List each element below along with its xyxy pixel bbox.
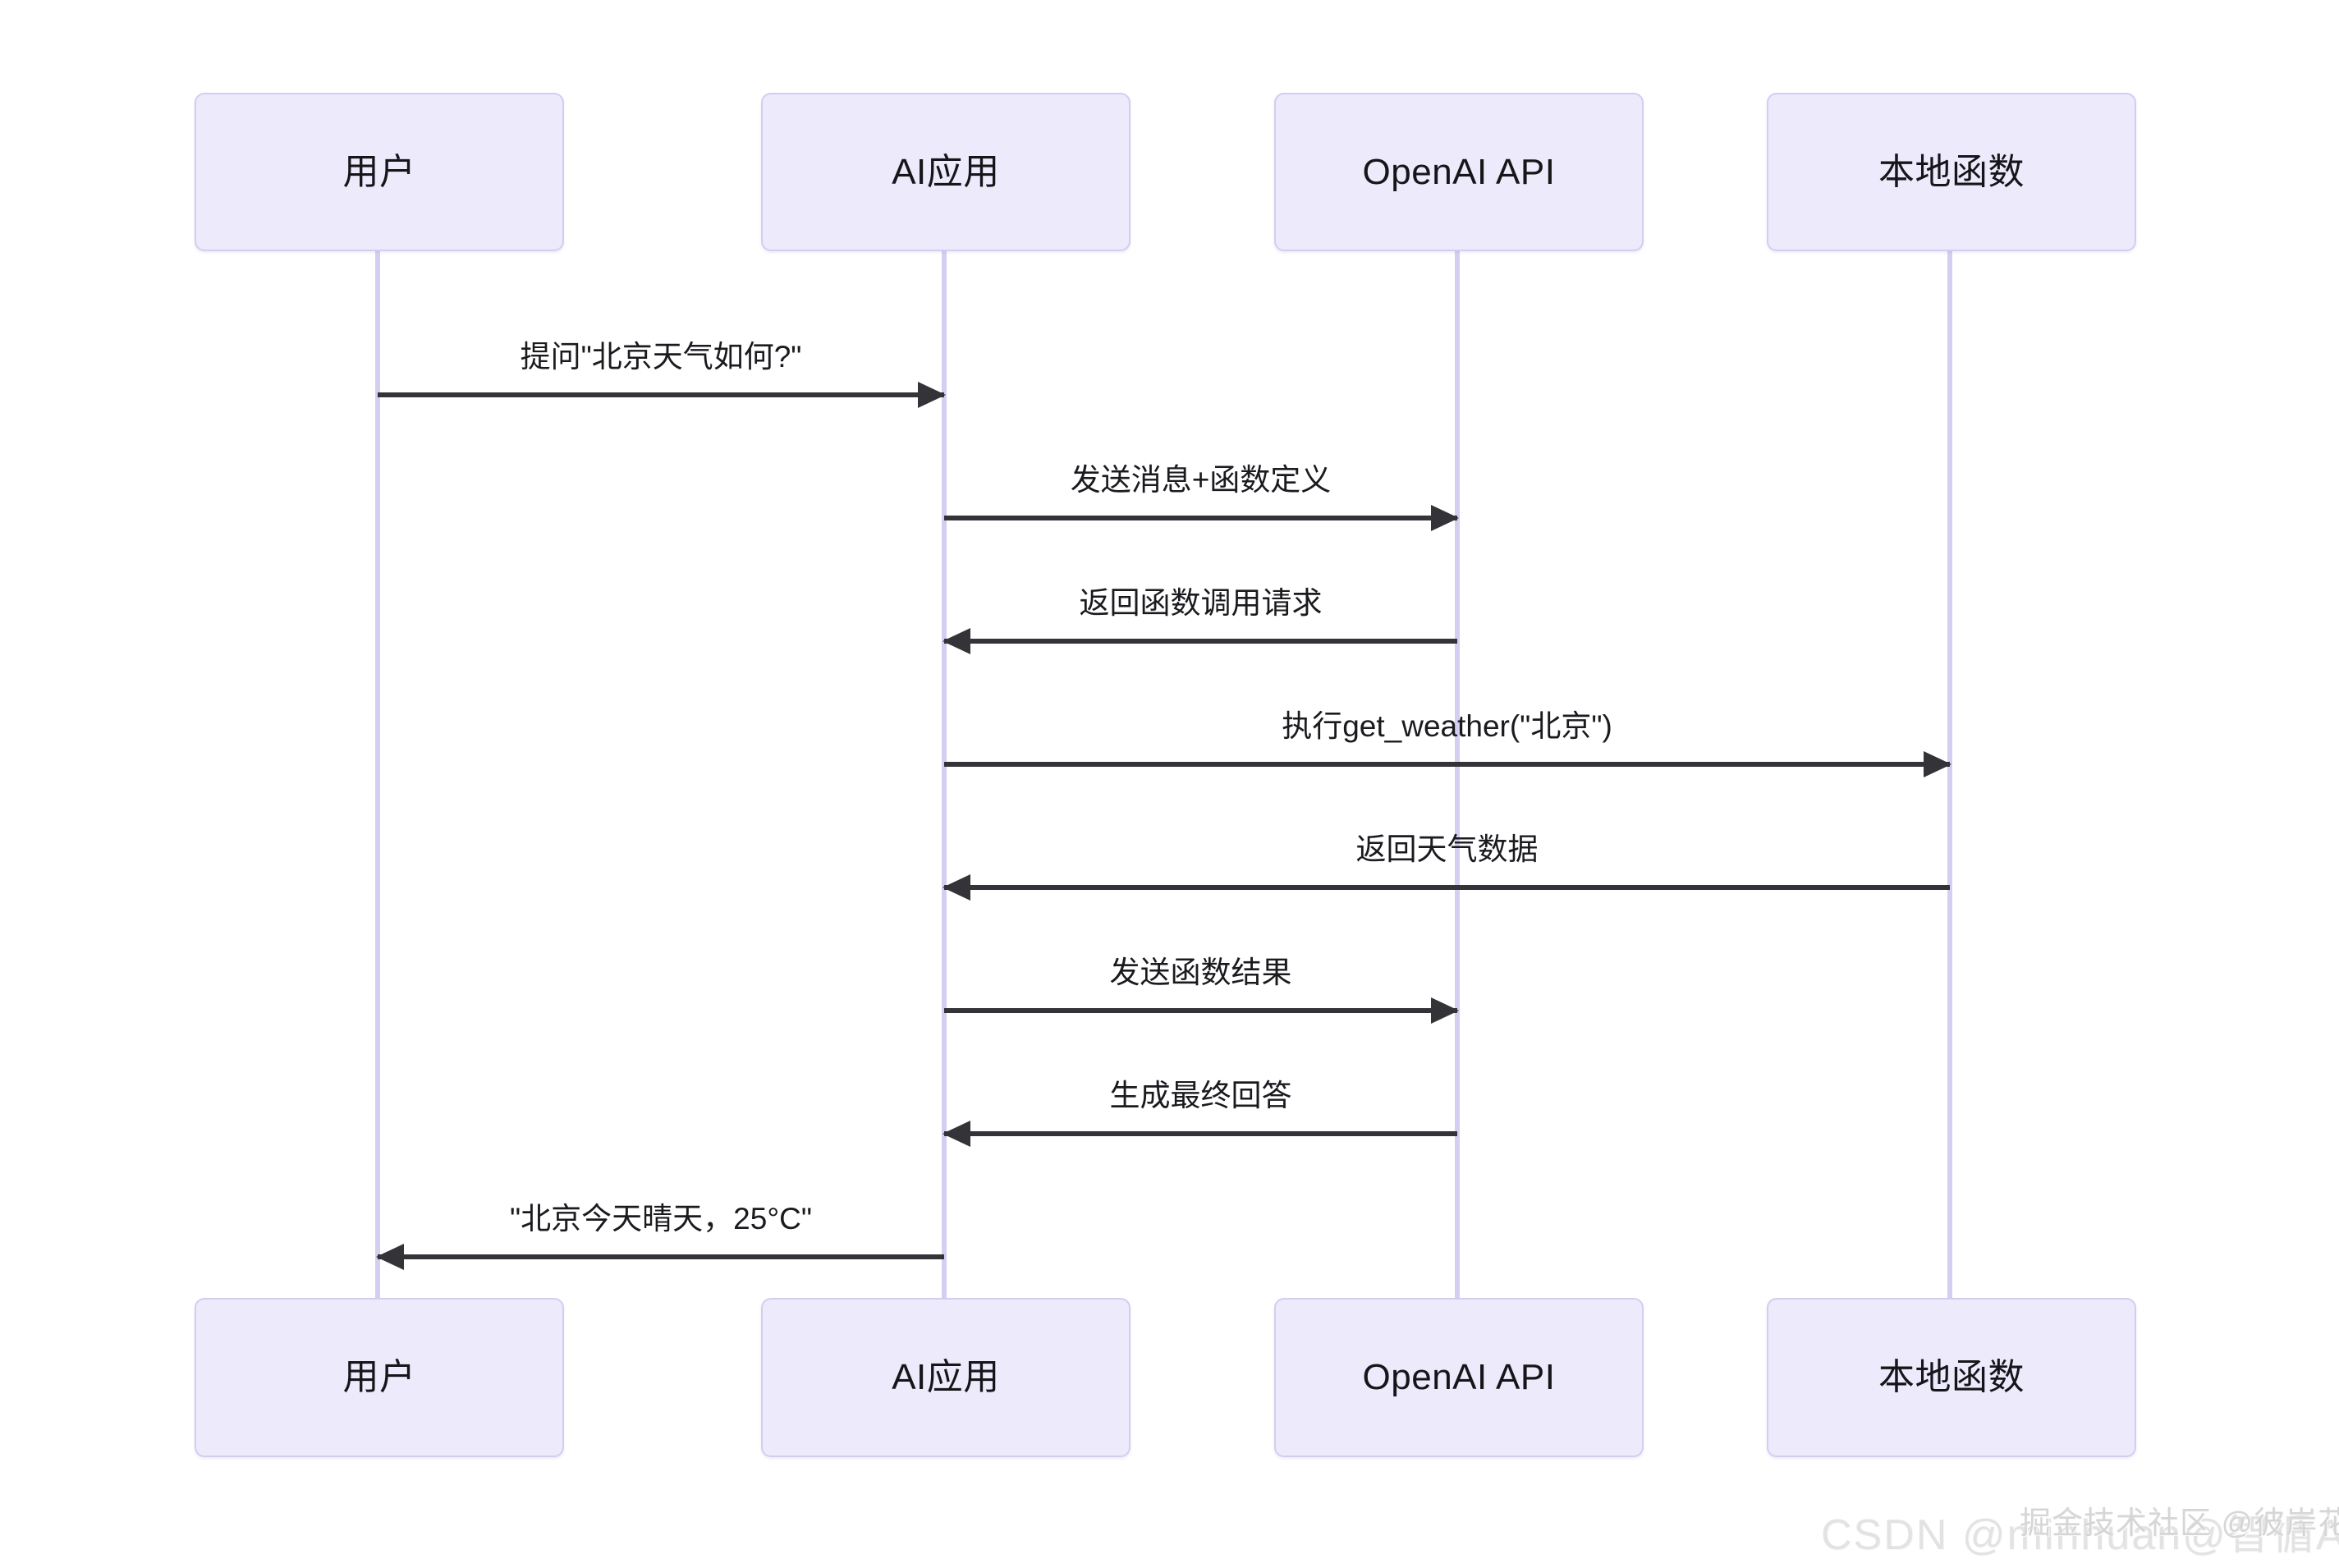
lifeline-app xyxy=(942,251,947,1300)
message-7-line xyxy=(944,1131,1457,1136)
message-3-label: 返回函数调用请求 xyxy=(1079,586,1323,621)
message-1-arrowhead-right xyxy=(918,382,946,408)
participant-box-openai-top[interactable]: OpenAI API xyxy=(1274,93,1644,251)
participant-label-app-bottom: AI应用 xyxy=(892,1357,1000,1397)
participant-label-localfunc-bottom: 本地函数 xyxy=(1878,1357,2025,1397)
message-8-label: "北京今天晴天，25°C" xyxy=(510,1202,812,1236)
participant-label-app-top: AI应用 xyxy=(892,151,1000,192)
participant-box-user-top[interactable]: 用户 xyxy=(195,93,564,251)
lifeline-user xyxy=(375,251,380,1300)
message-5-label: 返回天气数据 xyxy=(1355,832,1539,867)
message-7-label: 生成最终回答 xyxy=(1109,1079,1292,1113)
participant-label-user-top: 用户 xyxy=(342,151,416,192)
message-2-line xyxy=(944,516,1457,520)
participant-box-openai-bottom[interactable]: OpenAI API xyxy=(1274,1298,1644,1457)
watermark-csdn: CSDN @minhuan@智循AI xyxy=(1821,1511,2339,1559)
message-1-label: 提问"北京天气如何?" xyxy=(520,340,802,374)
participant-label-openai-top: OpenAI API xyxy=(1362,151,1556,192)
message-2-arrowhead-right xyxy=(1431,505,1459,531)
message-6-line xyxy=(944,1008,1457,1013)
watermark-juejin: 掘金技术社区 @彼岸花开了吗 xyxy=(2020,1506,2339,1541)
message-3-arrowhead-left xyxy=(942,628,970,654)
message-8-line xyxy=(378,1254,944,1259)
message-1-line xyxy=(378,392,944,397)
participant-label-openai-bottom: OpenAI API xyxy=(1362,1357,1556,1397)
message-4-line xyxy=(944,762,1950,767)
message-5-arrowhead-left xyxy=(942,874,970,901)
participant-label-user-bottom: 用户 xyxy=(342,1357,416,1397)
message-5-line xyxy=(944,885,1950,890)
message-6-label: 发送函数结果 xyxy=(1109,956,1292,990)
message-3-line xyxy=(944,639,1457,644)
participant-box-localfunc-bottom[interactable]: 本地函数 xyxy=(1767,1298,2136,1457)
participant-box-user-bottom[interactable]: 用户 xyxy=(195,1298,564,1457)
lifeline-openai xyxy=(1455,251,1460,1300)
participant-label-localfunc-top: 本地函数 xyxy=(1878,151,2025,192)
message-6-arrowhead-right xyxy=(1431,997,1459,1024)
message-2-label: 发送消息+函数定义 xyxy=(1070,463,1332,497)
message-8-arrowhead-left xyxy=(376,1244,404,1270)
participant-box-app-bottom[interactable]: AI应用 xyxy=(761,1298,1131,1457)
message-4-arrowhead-right xyxy=(1924,751,1951,777)
participant-box-app-top[interactable]: AI应用 xyxy=(761,93,1131,251)
message-7-arrowhead-left xyxy=(942,1121,970,1147)
participant-box-localfunc-top[interactable]: 本地函数 xyxy=(1767,93,2136,251)
message-4-label: 执行get_weather("北京") xyxy=(1282,709,1612,744)
